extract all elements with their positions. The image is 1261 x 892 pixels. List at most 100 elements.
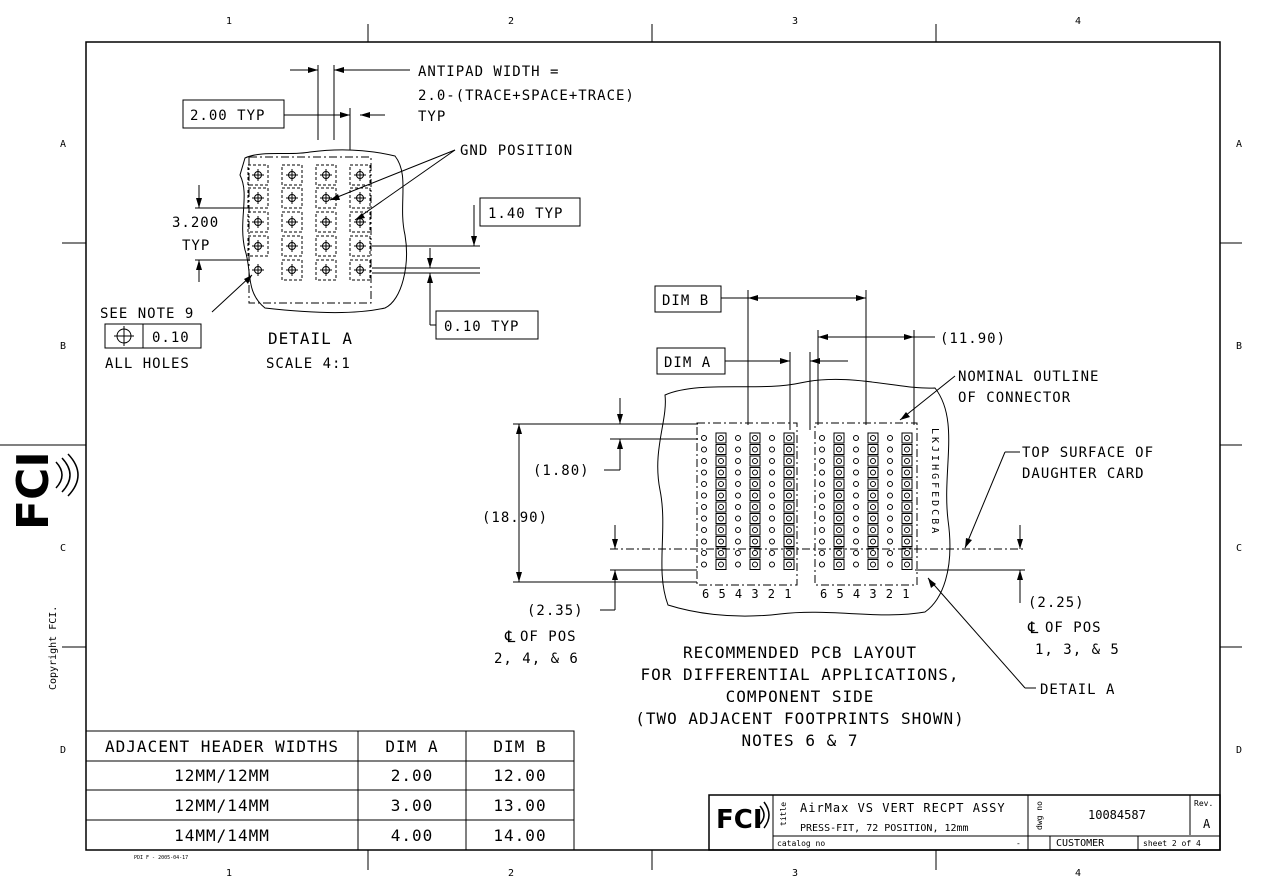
zone-col-2-bottom: 2 [508, 868, 514, 879]
caption-line-4: (TWO ADJACENT FOOTPRINTS SHOWN) [635, 709, 965, 728]
pcb-pad [769, 446, 775, 453]
zone-row-b-left: B [60, 341, 66, 352]
nominal-outline-label-2: OF CONNECTOR [958, 390, 1071, 406]
zone-col-4-bottom: 4 [1075, 868, 1081, 879]
pcb-pad [853, 446, 859, 453]
pcb-pad [833, 432, 845, 444]
dim-225-label: (2.25) [1028, 595, 1085, 611]
caption-line-5: NOTES 6 & 7 [742, 731, 859, 750]
revision-value: A [1203, 817, 1211, 831]
zone-row-d-left: D [60, 745, 66, 756]
table-cell: 14MM/14MM [174, 826, 270, 845]
catalog-field-label: catalog no [777, 839, 825, 848]
zone-col-4-top: 4 [1075, 16, 1081, 27]
see-note-label: SEE NOTE 9 [100, 306, 194, 322]
row-pitch-typ: TYP [182, 238, 210, 254]
pcb-pad [701, 481, 707, 487]
pcb-pad [833, 536, 845, 547]
detail-a-pad-grid [247, 164, 371, 281]
dim-b-box [654, 285, 722, 313]
pcb-pad [819, 561, 825, 568]
pcb-pad [701, 446, 707, 453]
caption-line-2: FOR DIFFERENTIAL APPLICATIONS, [641, 665, 960, 684]
customer-label: CUSTOMER [1056, 838, 1105, 849]
pcb-pad [749, 467, 761, 478]
pcb-pad-grid [701, 432, 913, 570]
pcb-pad [867, 478, 879, 490]
footer-form-note: PDI F - 2005-04-17 [134, 855, 188, 861]
pcb-pad [769, 550, 775, 556]
pcb-pad [735, 561, 741, 568]
detail-pad [349, 235, 371, 257]
centerline-left-label-2: 2, 4, & 6 [494, 651, 579, 667]
detail-pad [247, 211, 269, 233]
pcb-pad [769, 435, 775, 441]
table-cell: 13.00 [493, 796, 546, 815]
pcb-pad [901, 536, 913, 547]
table-cell: 4.00 [391, 826, 434, 845]
pcb-pad [783, 455, 795, 467]
pcb-pad [783, 432, 795, 444]
pcb-pad [819, 458, 825, 464]
pcb-pad [735, 469, 741, 476]
pcb-pad [833, 455, 845, 467]
pcb-pad [749, 513, 761, 524]
pcb-pad [701, 435, 707, 441]
pcb-pad [749, 444, 761, 455]
pcb-pad [901, 559, 913, 570]
pcb-pad [819, 446, 825, 453]
pcb-pad [735, 538, 741, 545]
pcb-pad [833, 547, 845, 559]
pcb-pad [715, 524, 727, 536]
pcb-pad [887, 527, 893, 533]
pcb-pad [887, 504, 893, 510]
caption-line-1: RECOMMENDED PCB LAYOUT [683, 643, 917, 662]
copyright-text: Copyright FCI. [48, 606, 59, 690]
pcb-pad [867, 536, 879, 547]
detail-pad [281, 235, 303, 257]
pcb-pad [853, 458, 859, 464]
dim-235-label: (2.35) [527, 603, 584, 619]
gap-typ-value: 0.10 TYP [444, 319, 519, 335]
pad-typ-box [479, 197, 581, 227]
pcb-pad [853, 550, 859, 556]
detail-a-scale: SCALE 4:1 [266, 356, 351, 372]
pcb-pad [715, 455, 727, 467]
centerline-symbol-left: ℄ [504, 627, 516, 646]
top-surface-label-1: TOP SURFACE OF [1022, 445, 1154, 461]
dim-a-label: DIM A [664, 355, 711, 371]
pcb-pad [819, 469, 825, 476]
pcb-pad [867, 524, 879, 536]
pcb-pad [783, 524, 795, 536]
pcb-pad [715, 547, 727, 559]
pcb-pad [715, 478, 727, 490]
pcb-pad [833, 524, 845, 536]
centerline-left-label-1: OF POS [520, 629, 577, 645]
pcb-pad [783, 490, 795, 501]
detail-pad [252, 264, 264, 276]
pcb-pad [819, 492, 825, 499]
pcb-pad [769, 458, 775, 464]
detail-a-title: DETAIL A [268, 329, 353, 348]
detail-pad [349, 164, 371, 186]
pitch-typ-box [182, 99, 285, 129]
pcb-pad [769, 469, 775, 476]
position-tolerance-value: 0.10 [152, 330, 190, 346]
detail-pad [349, 259, 371, 281]
table-cell: 12MM/14MM [174, 796, 270, 815]
zone-row-c-left: C [60, 543, 66, 554]
zone-col-3-bottom: 3 [792, 868, 798, 879]
pcb-pad [749, 490, 761, 501]
pcb-pad [783, 444, 795, 455]
table-header-dim-b: DIM B [493, 737, 546, 756]
pos-numbers-right: 6 5 4 3 2 1 [820, 587, 910, 601]
pcb-pad [833, 444, 845, 455]
pcb-pad [701, 515, 707, 522]
gap-typ-box [435, 310, 539, 340]
pcb-pad [735, 492, 741, 499]
table-cell: 14.00 [493, 826, 546, 845]
drawing-title-line-2: PRESS-FIT, 72 POSITION, 12mm [800, 823, 969, 834]
pcb-pad [735, 446, 741, 453]
centerline-symbol-right: ℄ [1027, 618, 1039, 637]
pitch-typ-value: 2.00 TYP [190, 108, 265, 124]
